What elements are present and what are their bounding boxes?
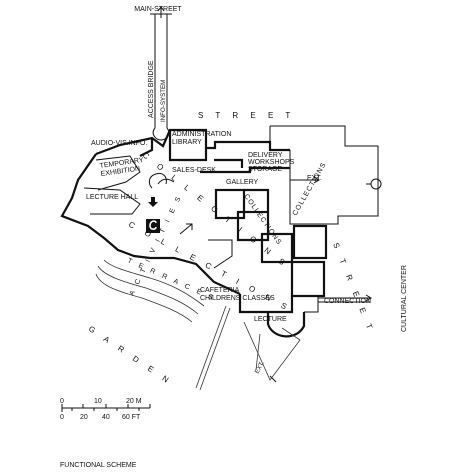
scale-m-0: 0	[60, 398, 64, 405]
entrance-symbol	[146, 173, 167, 233]
label-lecture: LECTURE	[254, 316, 287, 323]
label-delivery: DELIVERY	[248, 152, 283, 159]
label-garden: G A R D E N	[87, 324, 174, 387]
access-bridge	[150, 6, 172, 141]
east-wing	[269, 125, 382, 225]
label-workshops: WORKSHOPS	[248, 159, 295, 166]
label-cafeteria: CAFETERIA	[200, 287, 240, 294]
label-library: LIBRARY	[172, 139, 202, 146]
label-connection: CONNECTION	[324, 298, 371, 305]
caption: FUNCTIONAL SCHEME	[60, 462, 137, 469]
scale-ft-60: 60 FT	[122, 414, 141, 421]
scale-bar: 0 10 20 M 0 20 40 60 FT	[60, 398, 151, 421]
scale-ft-20: 20	[80, 414, 88, 421]
collection-boxes	[214, 188, 328, 298]
scale-ft-0: 0	[60, 414, 64, 421]
label-ext-top: EXT.	[307, 175, 322, 182]
label-storage: STORAGE	[248, 166, 282, 173]
label-administration: ADMINISTRATION	[172, 131, 231, 138]
label-street-top: S T R E E T	[198, 111, 295, 120]
terraces-contours	[95, 259, 205, 323]
label-main-street: MAIN-STREET	[134, 6, 182, 13]
label-childrens-classes: CHILDRENS CLASSES	[200, 295, 275, 302]
scale-m-10: 10	[94, 398, 102, 405]
label-cultural-center: CULTURAL CENTER	[401, 265, 408, 332]
label-gallery: GALLERY	[226, 179, 258, 186]
scale-m-20: 20 M	[126, 398, 142, 405]
label-sales-desk: SALES-DESK	[172, 167, 216, 174]
external-path	[195, 305, 301, 391]
label-collections-right: COLLECTIONS	[292, 161, 328, 217]
label-info-system: INFO-SYSTEM	[160, 80, 167, 122]
label-audio-vis-info: AUDIO-VIS.INFO.	[91, 140, 147, 147]
arrows	[179, 176, 372, 383]
building-outline	[60, 128, 294, 314]
lecture-room	[266, 295, 319, 338]
label-access-bridge: ACCESS BRIDGE	[148, 60, 155, 118]
label-lecture-hall: LECTURE HALL	[86, 194, 138, 201]
label-street-right: S T R E E T	[331, 241, 376, 335]
scale-ft-40: 40	[102, 414, 110, 421]
